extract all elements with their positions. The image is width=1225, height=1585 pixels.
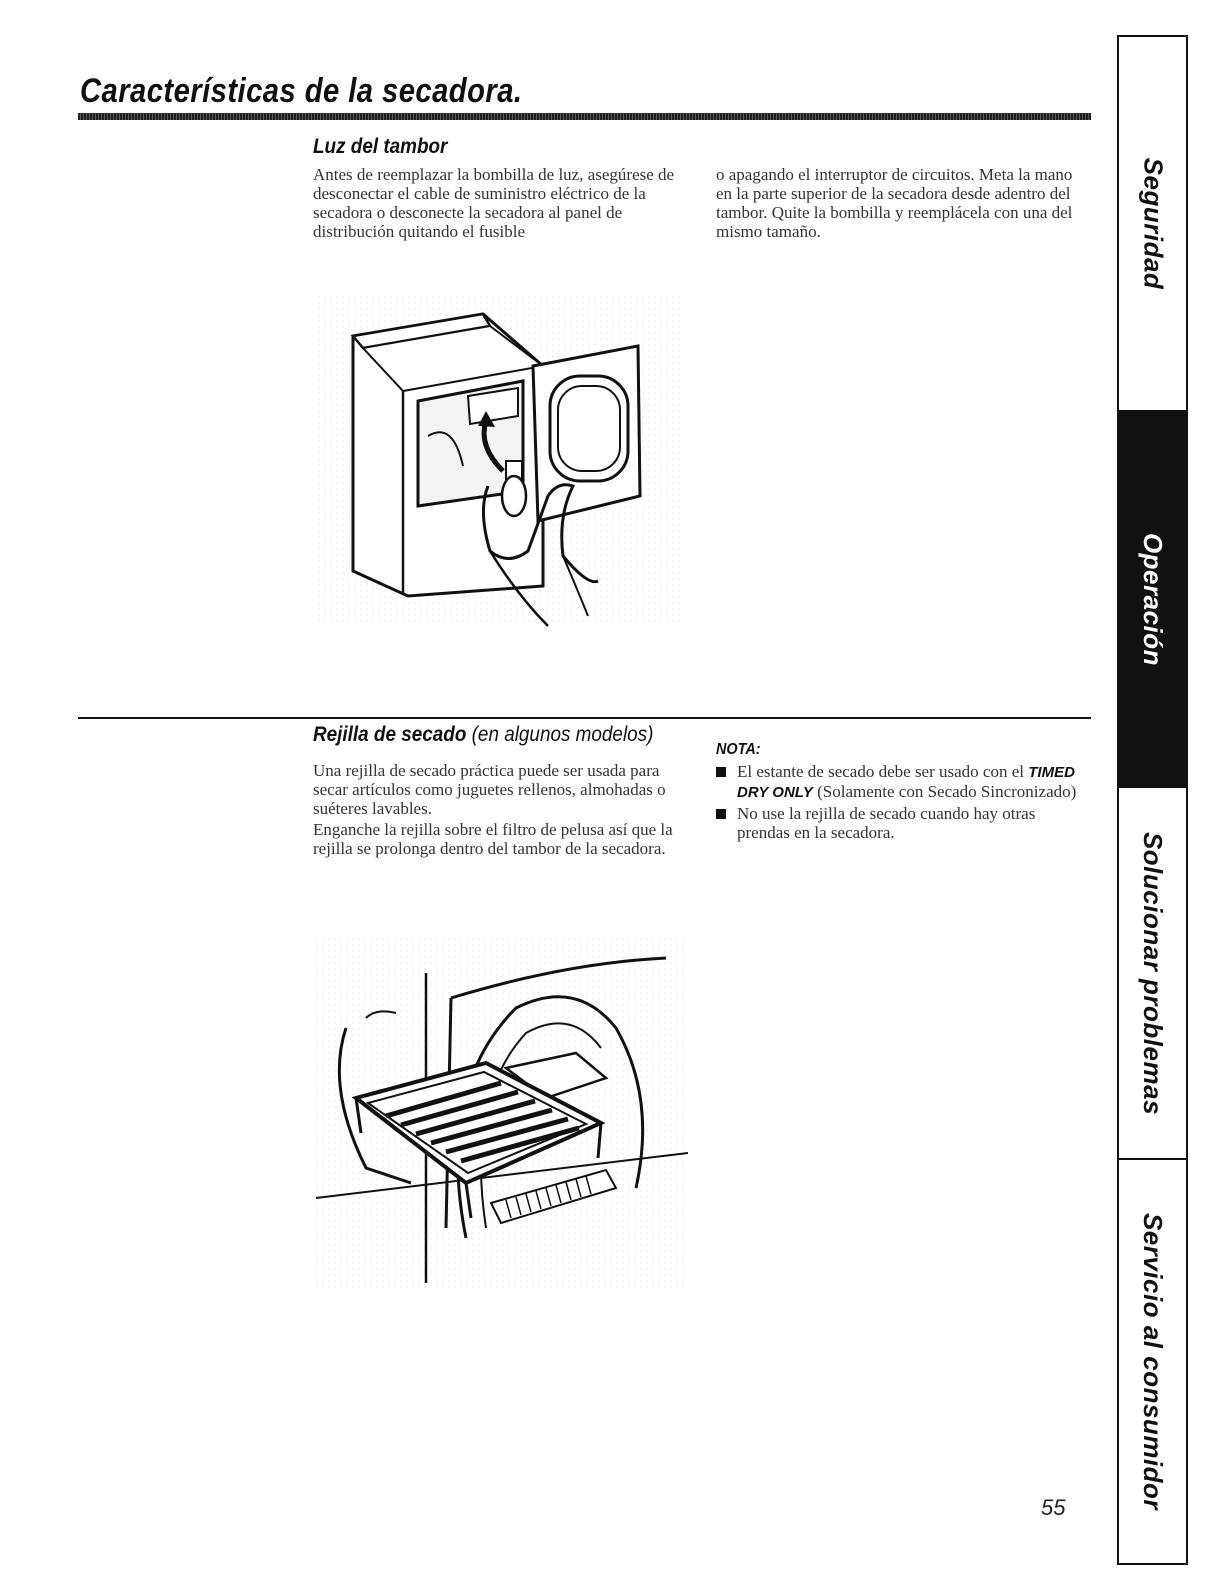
section-heading-rejilla-de-secado: Rejilla de secado (en algunos modelos) xyxy=(313,723,653,747)
section2-para1: Una rejilla de secado práctica puede ser… xyxy=(313,761,666,818)
side-tab-column: Seguridad Operación Solucionar problemas… xyxy=(1117,35,1188,1565)
tab-operacion-label: Operación xyxy=(1138,532,1168,666)
nota-list: El estante de secado debe ser usado con … xyxy=(716,762,1086,844)
drum-light-illustration xyxy=(318,296,683,636)
rejilla-heading-note: (en algunos modelos) xyxy=(471,723,654,746)
rejilla-heading-main: Rejilla de secado xyxy=(313,723,467,746)
tab-solucionar-problemas-label: Solucionar problemas xyxy=(1138,831,1169,1115)
drying-rack-illustration xyxy=(316,938,688,1293)
nota-item: No use la rejilla de secado cuando hay o… xyxy=(716,804,1086,842)
section-heading-luz-del-tambor: Luz del tambor xyxy=(313,135,448,158)
tab-seguridad-label: Seguridad xyxy=(1138,157,1169,290)
tab-servicio-al-consumidor-label: Servicio al consumidor xyxy=(1138,1212,1168,1511)
nota-item: El estante de secado debe ser usado con … xyxy=(716,762,1086,802)
title-rule xyxy=(78,113,1091,120)
section2-para2: Enganche la rejilla sobre el filtro de p… xyxy=(313,820,673,858)
section1-col2-text: o apagando el interruptor de circuitos. … xyxy=(716,165,1073,241)
tab-servicio-al-consumidor[interactable]: Servicio al consumidor xyxy=(1119,1160,1186,1563)
timed-dry-only-emphasis: TIMED DRY ONLY xyxy=(737,764,1075,801)
tab-divider xyxy=(1119,1158,1186,1160)
nota-label: NOTA: xyxy=(716,741,761,758)
tab-operacion[interactable]: Operación xyxy=(1119,410,1186,788)
section2-text: Una rejilla de secado práctica puede ser… xyxy=(313,761,685,860)
section-divider xyxy=(78,717,1091,719)
bullet-square-icon xyxy=(716,809,726,819)
page-number: 55 xyxy=(1041,1495,1066,1520)
bullet-square-icon xyxy=(716,767,726,777)
tab-solucionar-problemas[interactable]: Solucionar problemas xyxy=(1119,788,1186,1158)
section1-col1-text: Antes de reemplazar la bombilla de luz, … xyxy=(313,165,675,241)
tab-seguridad[interactable]: Seguridad xyxy=(1119,37,1186,410)
page-title: Características de la secadora. xyxy=(80,72,523,110)
